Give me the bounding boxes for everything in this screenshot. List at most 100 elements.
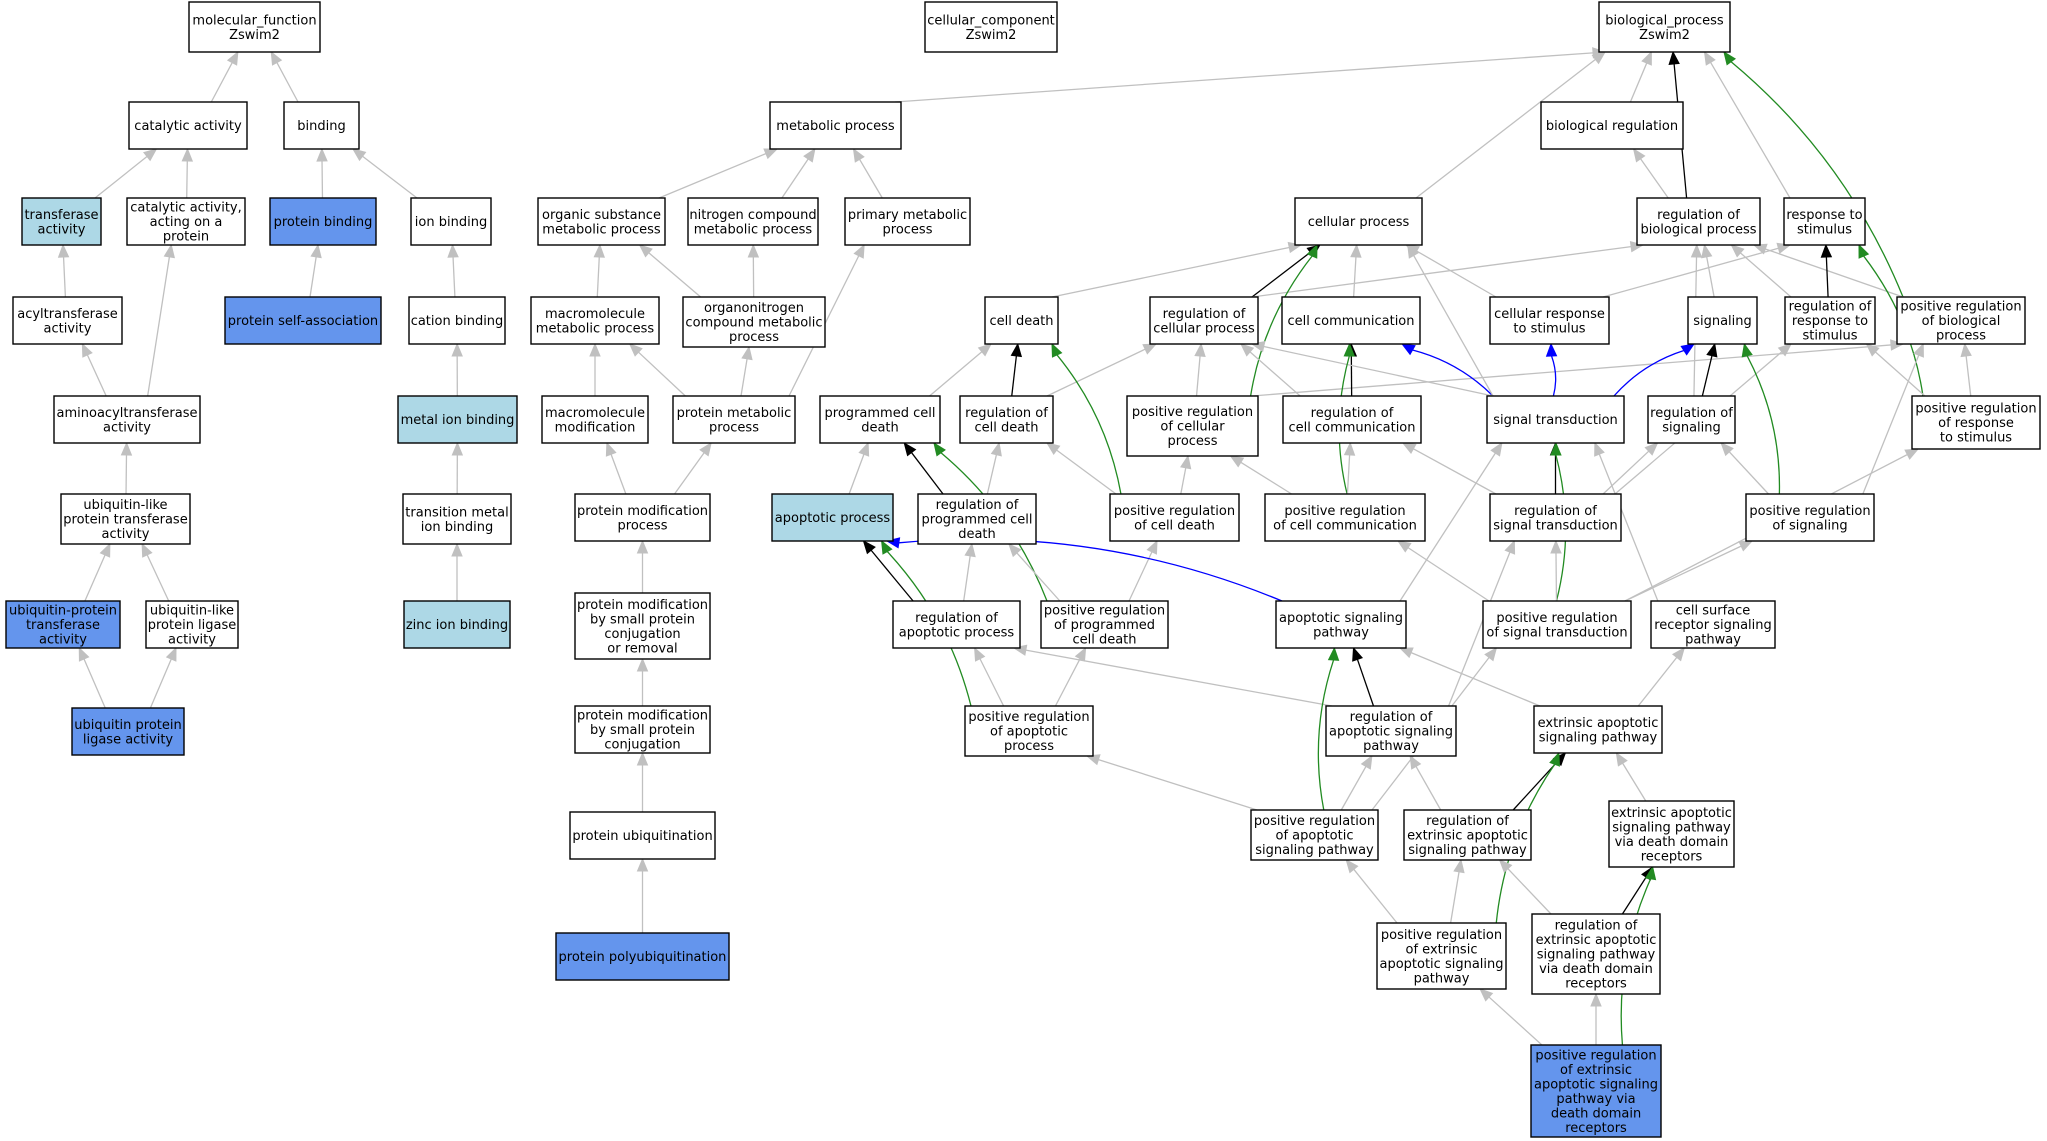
edge-arrowhead xyxy=(1343,441,1356,456)
term-label-line: to stimulus xyxy=(1513,321,1585,336)
term-node-apoptotic-process[interactable]: apoptotic process xyxy=(771,493,894,542)
term-node-ion-binding[interactable]: ion binding xyxy=(410,197,492,246)
term-node-signaling[interactable]: signaling xyxy=(1687,296,1758,345)
term-node-catalytic-activity[interactable]: catalytic activity xyxy=(128,101,248,150)
term-label-line: biological regulation xyxy=(1546,119,1678,134)
term-label-line: metabolic process xyxy=(536,321,655,336)
term-box xyxy=(574,493,711,542)
edge-is-a-regbio-to-bioreg xyxy=(1632,147,1669,199)
term-label-line: stimulus xyxy=(1797,222,1852,237)
term-node-metal-ion-binding[interactable]: metal ion binding xyxy=(397,395,518,444)
edge-line xyxy=(1353,868,1398,924)
edge-arrowhead xyxy=(1545,342,1558,357)
edge-line xyxy=(1098,759,1258,811)
term-node-protein-polyubiquitination[interactable]: protein polyubiquitination xyxy=(555,932,730,981)
term-node-protein-self-association[interactable]: protein self-association xyxy=(224,296,382,345)
term-node-cation-binding[interactable]: cation binding xyxy=(408,296,506,345)
edge-line xyxy=(1447,551,1511,707)
edge-arrowhead xyxy=(1396,540,1412,553)
term-node-cell-death[interactable]: cell death xyxy=(984,296,1059,345)
term-node-biological-regulation[interactable]: biological regulation xyxy=(1540,101,1684,150)
term-label-line: binding xyxy=(297,119,345,134)
term-node-signal-transduction[interactable]: signal transduction xyxy=(1486,395,1625,444)
edge-arrowhead xyxy=(853,243,865,259)
edge-is-a-macromol-to-orgsub xyxy=(593,243,605,298)
term-node-zinc-ion-binding[interactable]: zinc ion binding xyxy=(403,600,511,649)
term-box xyxy=(1376,922,1507,990)
edge-line xyxy=(910,452,944,495)
term-label-line: acting on a xyxy=(150,215,223,230)
term-node-protein-binding[interactable]: protein binding xyxy=(269,197,377,246)
term-node-cell-communication[interactable]: cell communication xyxy=(1281,296,1421,345)
edge-arrowhead xyxy=(605,441,617,457)
term-node-cellular-process[interactable]: cellular process xyxy=(1294,197,1423,246)
edge-line xyxy=(186,160,188,199)
term-label-line: cell communication xyxy=(1288,420,1415,435)
term-label-line: Zswim2 xyxy=(966,28,1017,43)
edge-line xyxy=(147,256,171,397)
edge-arrowhead xyxy=(1051,342,1063,358)
edge-arrowhead xyxy=(141,542,153,558)
term-label-line: positive regulation xyxy=(968,710,1089,725)
term-node-binding[interactable]: binding xyxy=(283,101,360,150)
term-label-line: cation binding xyxy=(411,314,504,329)
term-node-metabolic-process[interactable]: metabolic process xyxy=(769,101,902,150)
edge-line xyxy=(1317,659,1335,811)
term-node-protein-ubiquitination[interactable]: protein ubiquitination xyxy=(569,811,716,860)
term-label-line: process xyxy=(1936,329,1986,344)
